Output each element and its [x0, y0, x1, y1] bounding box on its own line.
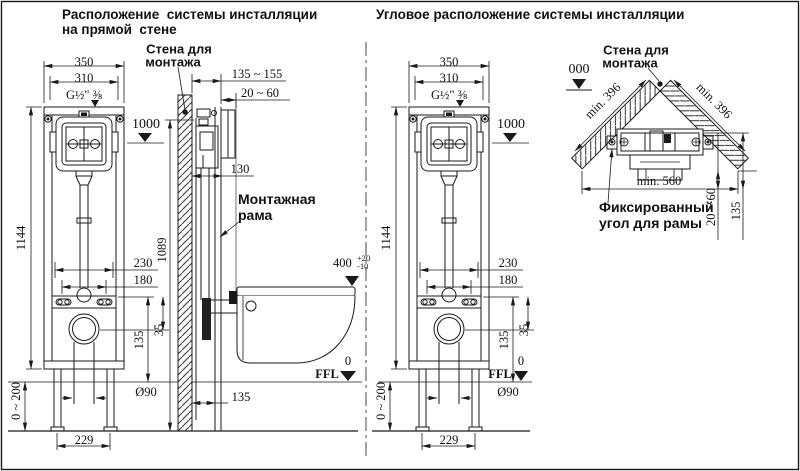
dim-35-right: 35: [516, 323, 531, 337]
dim-135-corner: 135: [728, 201, 743, 221]
dim-min560: min. 560: [636, 173, 682, 188]
wall-label-corner-line1: Стена для: [603, 42, 669, 58]
left-title-line1: Расположение системы инсталляции: [62, 7, 318, 22]
dim-135-155: 135 ~ 155: [231, 66, 283, 81]
right-title: Угловое расположение системы инсталляции: [376, 7, 685, 22]
water-connection-left: G½" ⅜: [65, 87, 103, 102]
dim-350-right: 350: [439, 54, 459, 69]
datum-1000-left: 1000: [132, 117, 160, 132]
datum-1000-right: 1000: [497, 117, 525, 132]
dim-350-left: 350: [74, 54, 94, 69]
dim-leg-range-left: 0 ~ 200: [8, 381, 23, 421]
left-title-line2: на прямой стене: [62, 22, 177, 37]
frame-label-line1: Монтажная: [238, 191, 316, 207]
dim-229-right: 229: [439, 432, 459, 447]
dim-dia90-left: Ø90: [135, 384, 157, 399]
ffl-zero-left: 0: [344, 353, 352, 368]
dim-135-right: 135: [496, 330, 511, 350]
dim-310-left: 310: [74, 70, 94, 85]
dim-230-right: 230: [498, 255, 518, 270]
dim-1089: 1089: [154, 237, 169, 263]
dim-180-right: 180: [498, 272, 518, 287]
wall-label-corner-line2: монтажа: [602, 55, 658, 71]
dim-135-left: 135: [131, 330, 146, 350]
dim-400-tol-plus: +20: [357, 253, 371, 263]
wall-label-left-line2: монтажа: [145, 54, 201, 70]
dim-20-60-side: 20 ~ 60: [240, 85, 280, 100]
fixed-angle-label-line2: угол для рамы: [599, 215, 702, 231]
fixed-angle-label-line1: Фиксированный: [599, 199, 714, 215]
dim-1144-right: 1144: [378, 225, 393, 251]
dim-130: 130: [230, 161, 250, 176]
dim-1144-left: 1144: [13, 225, 28, 251]
dim-35-left: 35: [151, 323, 166, 337]
ffl-label-right: FFL: [488, 366, 512, 381]
dim-229-left: 229: [74, 432, 94, 447]
dim-135-floor: 135: [231, 389, 251, 404]
ffl-label-left: FFL: [315, 366, 339, 381]
dim-180-left: 180: [133, 272, 153, 287]
dim-310-right: 310: [439, 70, 459, 85]
datum-000: 000: [568, 62, 590, 77]
dim-230-left: 230: [133, 255, 153, 270]
water-connection-right: G½" ⅜: [430, 87, 468, 102]
ffl-zero-right: 0: [517, 353, 525, 368]
dim-leg-range-right: 0 ~ 200: [373, 381, 388, 421]
dim-20-60-corner: 20 ~ 60: [703, 187, 718, 227]
dim-400-tol-minus: -10: [357, 261, 369, 271]
dim-400: 400: [333, 256, 352, 270]
dim-dia90-right: Ø90: [497, 384, 519, 399]
frame-label-line2: рама: [238, 207, 273, 223]
wall-label-left-line1: Стена для: [146, 41, 212, 57]
